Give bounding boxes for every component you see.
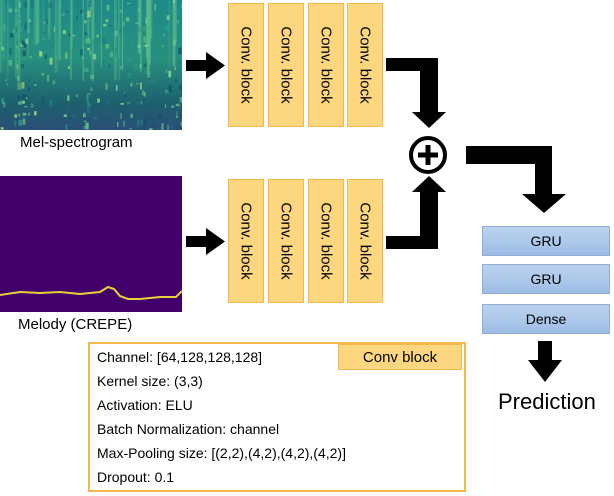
detail-kernel-size: Kernel size: (3,3) <box>97 373 203 389</box>
conv-block-melody-3: Conv. block <box>308 179 344 303</box>
conv-block-mel-2: Conv. block <box>268 3 304 127</box>
melody-image <box>0 176 182 312</box>
detail-channel: Channel: [64,128,128,128] <box>97 349 263 365</box>
detail-max-pooling: Max-Pooling size: [(2,2),(4,2),(4,2),(4,… <box>97 445 346 461</box>
melody-label: Melody (CREPE) <box>18 316 133 333</box>
conv-block-label: Conv. block <box>317 26 335 104</box>
arrow-dense-to-prediction <box>528 341 562 382</box>
arrow-mel-to-conv <box>186 52 225 79</box>
conv-block-label: Conv. block <box>317 202 335 280</box>
detail-batch-norm: Batch Normalization: channel <box>97 421 280 437</box>
dense-layer: Dense <box>482 304 610 334</box>
conv-block-melody-2: Conv. block <box>268 179 304 303</box>
arrow-top-to-combine <box>386 58 446 128</box>
conv-block-label: Conv. block <box>356 26 374 104</box>
gru-layer-2: GRU <box>482 264 610 294</box>
conv-block-melody-1: Conv. block <box>228 179 264 303</box>
prediction-label: Prediction <box>498 389 596 414</box>
conv-block-mel-3: Conv. block <box>308 3 344 127</box>
arrow-bottom-to-combine <box>386 176 446 249</box>
mel-spectrogram-label: Mel-spectrogram <box>20 134 133 151</box>
conv-block-label: Conv. block <box>277 26 295 104</box>
conv-block-legend: Conv block <box>338 344 462 370</box>
gru-layer-1: GRU <box>482 226 610 256</box>
conv-block-label: Conv. block <box>237 202 255 280</box>
mel-spectrogram-image <box>0 0 182 130</box>
conv-block-label: Conv. block <box>277 202 295 280</box>
combine-plus-icon <box>409 136 447 174</box>
conv-block-label: Conv. block <box>237 26 255 104</box>
conv-block-label: Conv. block <box>356 202 374 280</box>
detail-dropout: Dropout: 0.1 <box>97 469 175 485</box>
arrow-combine-to-gru <box>466 146 566 213</box>
detail-activation: Activation: ELU <box>97 397 193 413</box>
arrow-melody-to-conv <box>186 228 225 255</box>
conv-block-melody-4: Conv. block <box>347 179 383 303</box>
conv-block-mel-1: Conv. block <box>228 3 264 127</box>
conv-block-mel-4: Conv. block <box>347 3 383 127</box>
